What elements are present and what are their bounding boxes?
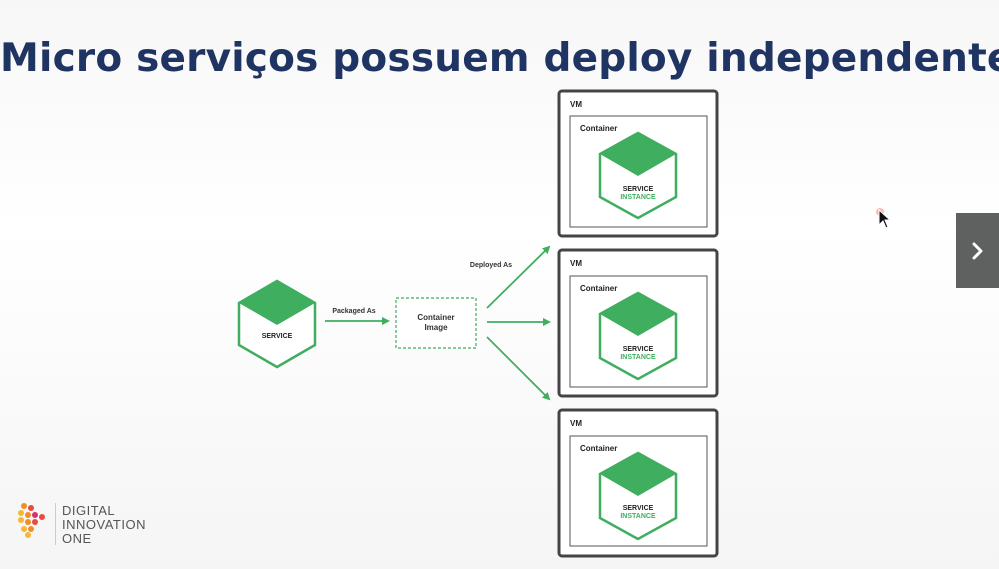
logo-line3: ONE — [62, 531, 92, 546]
deploy-arrow-bottom — [486, 336, 551, 401]
vm-label: VM — [570, 100, 582, 109]
vm-label: VM — [570, 259, 582, 268]
next-slide-button[interactable] — [956, 213, 999, 288]
vm-box: VM Container SERVICE INSTANCE — [557, 408, 719, 558]
deploy-arrow-top — [486, 245, 551, 309]
service-instance-line1: SERVICE — [623, 346, 654, 353]
service-hexagon: SERVICE — [237, 279, 317, 369]
mouse-pointer-icon — [876, 208, 892, 229]
slide-title: Micro serviços possuem deploy independen… — [0, 36, 999, 81]
container-label: Container — [580, 444, 617, 453]
service-instance-line2: INSTANCE — [620, 513, 656, 520]
deployed-as-label: Deployed As — [470, 262, 512, 269]
chevron-right-icon — [972, 242, 982, 259]
digital-innovation-one-logo-icon — [18, 503, 45, 538]
logo-line2: INNOVATION — [62, 517, 146, 532]
logo-line1: DIGITAL — [62, 503, 116, 518]
logo-divider — [55, 503, 56, 545]
service-instance-line1: SERVICE — [623, 186, 654, 193]
vm-box: VM Container SERVICE INSTANCE — [557, 89, 719, 238]
vm-label: VM — [570, 419, 582, 428]
packaged-as-label: Packaged As — [332, 308, 375, 315]
container-image-line1: Container — [417, 313, 454, 322]
container-label: Container — [580, 124, 617, 133]
container-image-line2: Image — [424, 323, 448, 332]
service-instance-line1: SERVICE — [623, 505, 654, 512]
container-label: Container — [580, 284, 617, 293]
container-image-box: Container Image — [395, 297, 477, 349]
service-instance-line2: INSTANCE — [620, 194, 656, 201]
service-label: SERVICE — [262, 333, 293, 340]
vm-box: VM Container SERVICE INSTANCE — [557, 248, 719, 398]
logo-wordmark: DIGITAL INNOVATION ONE — [62, 504, 146, 546]
service-instance-line2: INSTANCE — [620, 354, 656, 361]
